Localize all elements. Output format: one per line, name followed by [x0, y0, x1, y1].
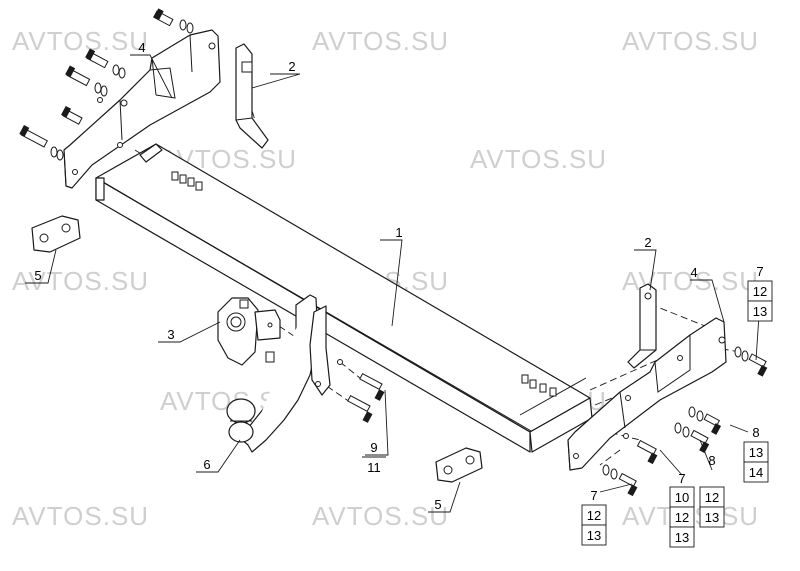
- label-part-2: 2: [644, 235, 651, 250]
- bottom-spacer-block: [435, 447, 483, 483]
- callout-number: 12: [705, 490, 719, 505]
- watermark: AVTOS.SU: [470, 144, 607, 174]
- label-part-6: 6: [203, 457, 210, 472]
- callout-number: 13: [749, 445, 763, 460]
- callout-stack-8-13-14: 8 13 14: [743, 425, 769, 483]
- bolt-icon: [65, 65, 108, 97]
- callout-number: 13: [705, 510, 719, 525]
- callout-stack-7-12-13-right-top: 7 12 13: [747, 264, 773, 322]
- callout-number: 14: [749, 465, 763, 480]
- beam-nuts: [171, 171, 557, 397]
- bolt-icon: [19, 125, 64, 161]
- bolt-icon: [688, 406, 722, 435]
- callout-stack-8-12-13: 8 12 13: [699, 453, 725, 528]
- bolt-icon: [734, 346, 768, 377]
- callout-number: 7: [678, 471, 685, 486]
- label-part-1: 1: [395, 225, 402, 240]
- callout-number: 7: [590, 488, 597, 503]
- socket-mounting-plate: [217, 297, 281, 366]
- watermark: AVTOS.SU: [12, 26, 149, 56]
- watermark: AVTOS.SU: [622, 26, 759, 56]
- right-mounting-bracket: [567, 317, 727, 471]
- center-bolts: [347, 372, 385, 423]
- label-part-4: 4: [690, 265, 697, 280]
- label-part-5: 5: [434, 497, 441, 512]
- callout-stack-7-10-12-13: 7 10 12 13: [669, 471, 695, 548]
- bolt-icon: [674, 422, 710, 454]
- watermark: AVTOS.SU: [312, 26, 449, 56]
- right-spacer-strap: [627, 283, 657, 369]
- callout-number: 13: [753, 304, 767, 319]
- callout-number: 10: [675, 490, 689, 505]
- bolt-icon: [61, 105, 83, 125]
- bolt-icon: [153, 8, 194, 34]
- bolt-icon: [636, 439, 658, 465]
- callout-number: 9: [370, 440, 377, 455]
- callout-number: 12: [587, 508, 601, 523]
- left-mounting-bracket: [63, 29, 221, 189]
- watermark: AVTOS.SU: [12, 501, 149, 531]
- callout-number: 7: [756, 264, 763, 279]
- callout-number: 11: [367, 460, 381, 475]
- callout-stack-7-12-13-bottom: 7 12 13: [581, 488, 607, 546]
- bolt-icon: [347, 394, 373, 423]
- right-bracket-bolts: [602, 346, 768, 497]
- callout-number: 12: [753, 284, 767, 299]
- label-part-5: 5: [34, 268, 41, 283]
- label-part-3: 3: [167, 327, 174, 342]
- callout-number: 8: [708, 453, 715, 468]
- callout-number: 12: [675, 510, 689, 525]
- watermark: AVTOS.SU: [12, 266, 149, 296]
- bolt-icon: [602, 464, 638, 497]
- label-part-2: 2: [288, 59, 295, 74]
- watermark: AVTOS.SU: [312, 501, 449, 531]
- callout-number: 8: [752, 425, 759, 440]
- callout-number: 13: [675, 530, 689, 545]
- part-labels: 1 2 2 3 4 4 5 5 6: [34, 40, 697, 512]
- left-spacer-block: [31, 215, 81, 253]
- callout-stack-9-11: 9 11: [362, 440, 386, 475]
- label-part-4: 4: [138, 40, 145, 55]
- leader-lines: [25, 54, 761, 513]
- left-bracket-bolts: [19, 8, 194, 161]
- bolt-icon: [85, 48, 126, 79]
- left-spacer-strap: [235, 43, 269, 149]
- tow-ball-neck: [226, 294, 343, 453]
- callout-number: 13: [587, 528, 601, 543]
- bolt-icon: [359, 372, 385, 401]
